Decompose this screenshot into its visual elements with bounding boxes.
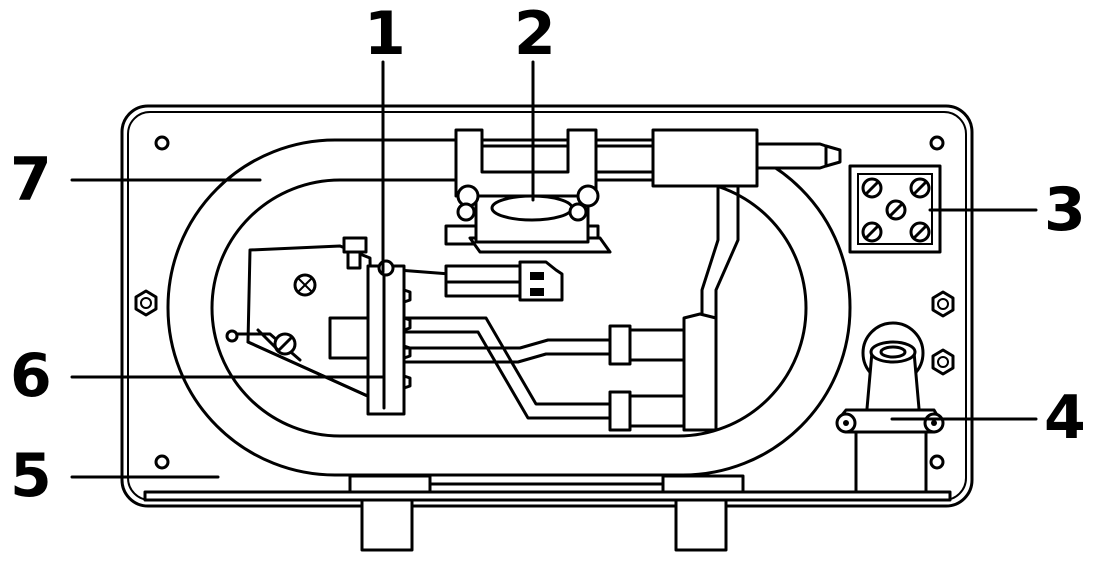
electrode-bar [366, 259, 412, 416]
hex-nuts [134, 289, 955, 376]
switch-assembly [225, 236, 384, 400]
thermostat [444, 128, 612, 254]
callout-7: 7 [10, 145, 52, 215]
callout-4: 4 [1044, 383, 1086, 453]
top-tube-assembly [454, 128, 842, 322]
callout-5: 5 [10, 441, 52, 511]
leader-lines [70, 60, 1038, 479]
heater-pipes [402, 312, 718, 432]
terminal-block [848, 164, 942, 254]
callout-1: 1 [364, 0, 406, 69]
callout-2: 2 [514, 0, 556, 69]
feet [360, 498, 728, 552]
inlet-fitting [835, 321, 945, 494]
callout-6: 6 [10, 341, 52, 411]
wire-connector [396, 260, 564, 302]
callout-3: 3 [1044, 175, 1086, 245]
mounting-holes [154, 135, 945, 470]
outer-housing [120, 104, 974, 508]
